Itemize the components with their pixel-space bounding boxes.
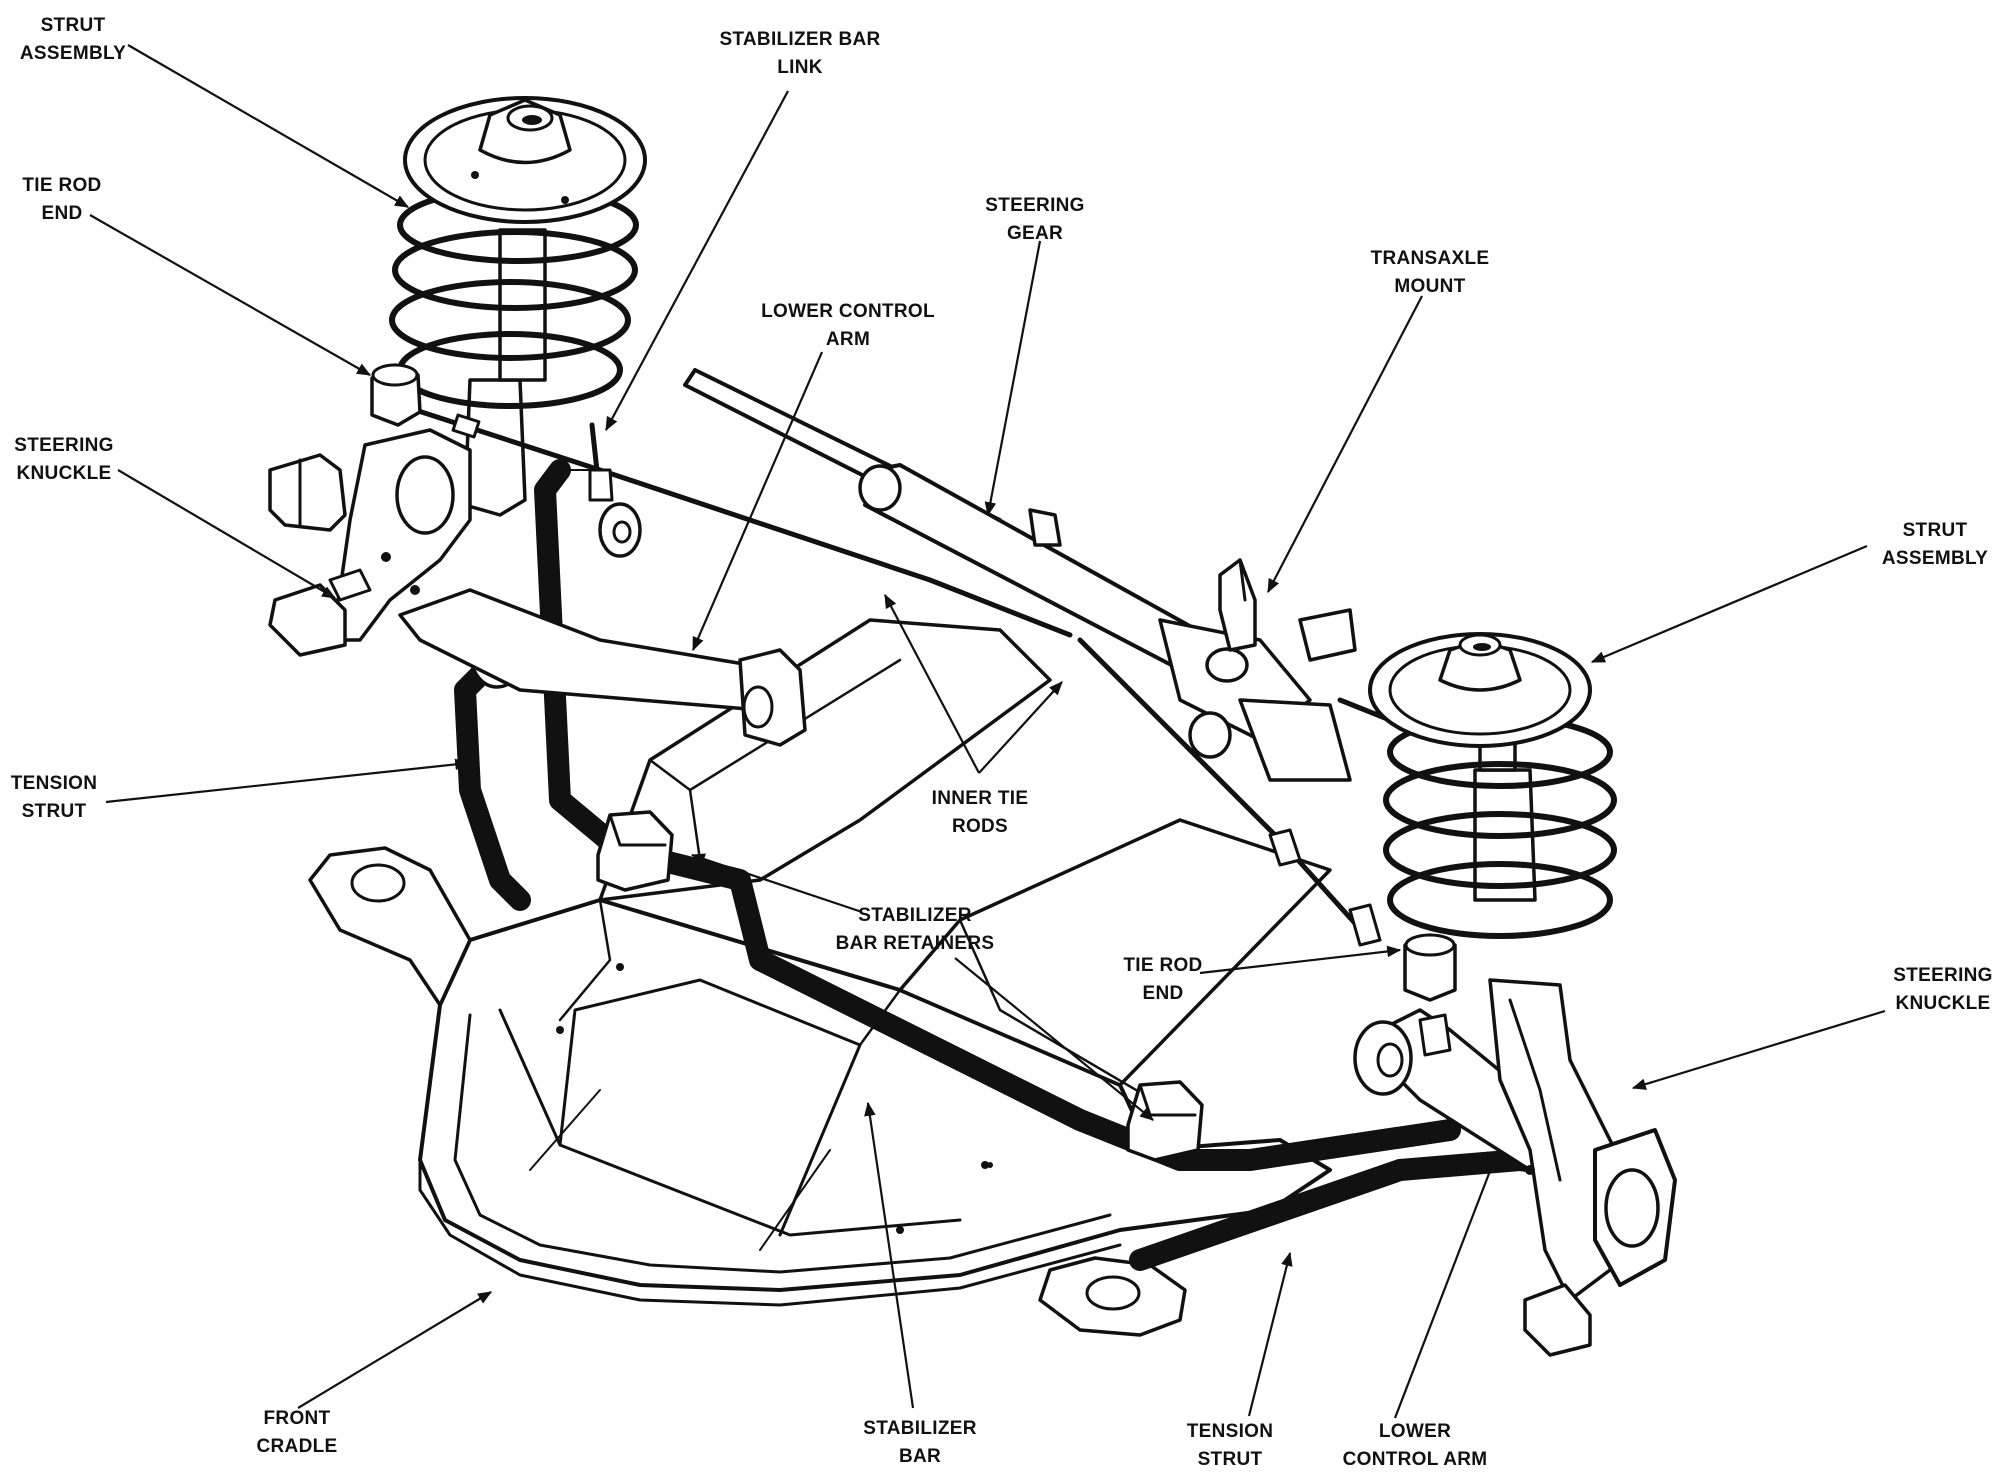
- lower-control-arm-left: [398, 588, 807, 747]
- label-steering-knuckle-right: STEERING KNUCKLE: [1893, 965, 1993, 1014]
- label-lower-control-arm-bottom: LOWER CONTROL ARM: [1342, 1421, 1488, 1470]
- label-tension-strut-bottom: TENSION STRUT: [1186, 1421, 1274, 1470]
- stabilizer-bar-retainers: [596, 810, 1204, 1162]
- label-stabilizer-bar: STABILIZER BAR: [863, 1418, 977, 1467]
- tie-rod-left: [370, 363, 1073, 638]
- front-cradle: [308, 618, 1332, 1337]
- steering-knuckle-right: [1488, 978, 1677, 1357]
- label-strut-assembly-right: STRUT ASSEMBLY: [1881, 520, 1989, 569]
- label-tie-rod-end-right: TIE ROD END: [1123, 955, 1203, 1004]
- strut-assembly-right: [1368, 632, 1617, 939]
- label-strut-assembly-left: STRUT ASSEMBLY: [19, 15, 127, 64]
- steering-knuckle-left: [268, 428, 472, 657]
- label-front-cradle: FRONT CRADLE: [256, 1408, 338, 1457]
- label-stabilizer-bar-retainers: STABILIZER BAR RETAINERS: [835, 905, 995, 954]
- label-steering-gear: STEERING GEAR: [985, 195, 1085, 244]
- label-lower-control-arm-top: LOWER CONTROL ARM: [761, 301, 935, 350]
- label-steering-knuckle-left: STEERING KNUCKLE: [14, 435, 114, 484]
- leader-lines: [89, 44, 1886, 1419]
- label-transaxle-mount: TRANSAXLE MOUNT: [1370, 248, 1490, 297]
- label-inner-tie-rods: INNER TIE RODS: [931, 788, 1029, 837]
- transaxle-mount: [1218, 558, 1257, 652]
- stabilizer-bar-link: [588, 422, 642, 558]
- steering-gear: [683, 368, 1393, 782]
- label-tension-strut-left: TENSION STRUT: [10, 773, 98, 822]
- label-tie-rod-end-left: TIE ROD END: [22, 175, 102, 224]
- label-stabilizer-bar-link: STABILIZER BAR LINK: [719, 29, 881, 78]
- tie-rod-right: [1077, 637, 1457, 1002]
